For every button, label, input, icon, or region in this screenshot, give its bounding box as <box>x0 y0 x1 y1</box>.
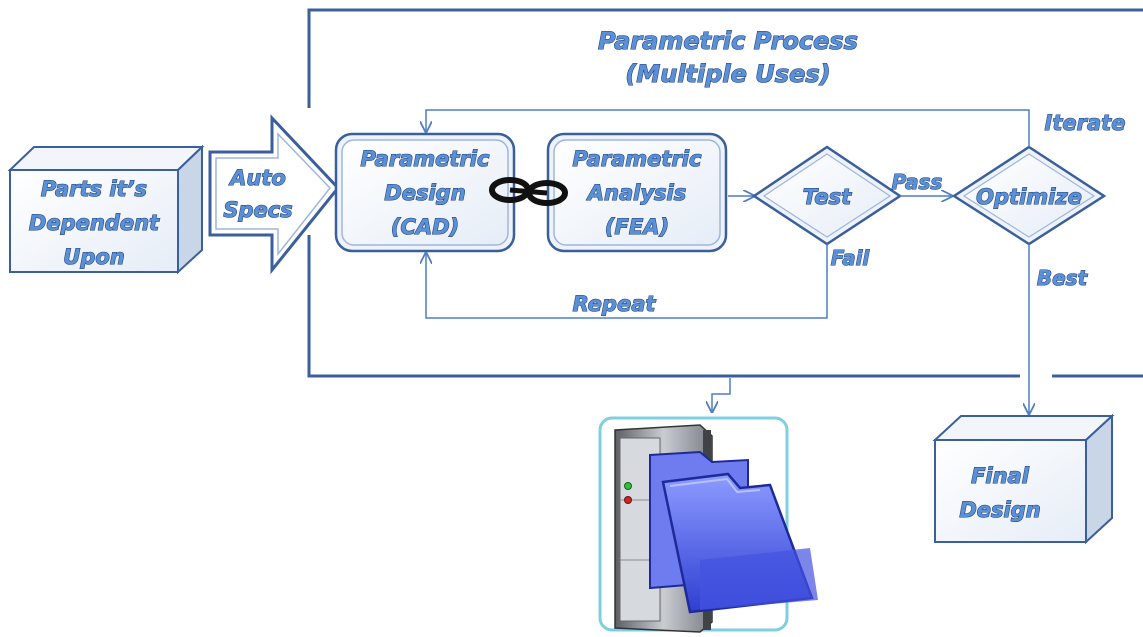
test-label: Test <box>803 185 852 209</box>
fail-label: Fail <box>831 246 871 270</box>
parametric-analysis-label-1: Parametric <box>573 147 702 171</box>
parametric-design-label-1: Parametric <box>361 147 490 171</box>
storage-arrow <box>712 378 731 412</box>
parametric-design-node: Parametric Design (CAD) <box>334 132 516 253</box>
dependent-parts-box: Parts it’s Dependent Upon <box>7 144 205 275</box>
server-folder-icon <box>598 416 818 633</box>
dependent-parts-label-3: Upon <box>63 245 124 269</box>
dependent-parts-label-2: Dependent <box>29 211 160 235</box>
repeat-label: Repeat <box>573 292 657 316</box>
final-design-box: Final Design <box>932 413 1115 545</box>
parametric-analysis-label-3: (FEA) <box>605 215 669 239</box>
process-title-line2: (Multiple Uses) <box>625 60 830 88</box>
dependent-parts-label-1: Parts it’s <box>41 177 147 201</box>
iterate-loop-arrow <box>426 109 1030 147</box>
final-design-label-2: Design <box>959 498 1040 522</box>
iterate-label: Iterate <box>1045 111 1126 135</box>
optimize-decision: Optimize <box>951 145 1107 246</box>
parametric-analysis-label-2: Analysis <box>586 181 686 205</box>
pass-label: Pass <box>892 170 943 194</box>
parametric-design-label-2: Design <box>384 181 465 205</box>
chain-link-icon <box>489 177 568 206</box>
repeat-loop-arrow <box>426 244 828 319</box>
best-label: Best <box>1037 266 1089 290</box>
auto-specs-label-2: Specs <box>223 198 292 222</box>
parametric-design-label-3: (CAD) <box>391 215 459 239</box>
auto-specs-arrow: Auto Specs <box>208 114 340 275</box>
final-design-label-1: Final <box>971 464 1030 488</box>
process-title-line1: Parametric Process <box>598 27 858 55</box>
optimize-label: Optimize <box>976 185 1082 209</box>
process-frame <box>307 8 1143 378</box>
test-decision: Test <box>751 145 903 246</box>
auto-specs-label-1: Auto <box>228 166 286 190</box>
parametric-analysis-node: Parametric Analysis (FEA) <box>546 132 728 253</box>
